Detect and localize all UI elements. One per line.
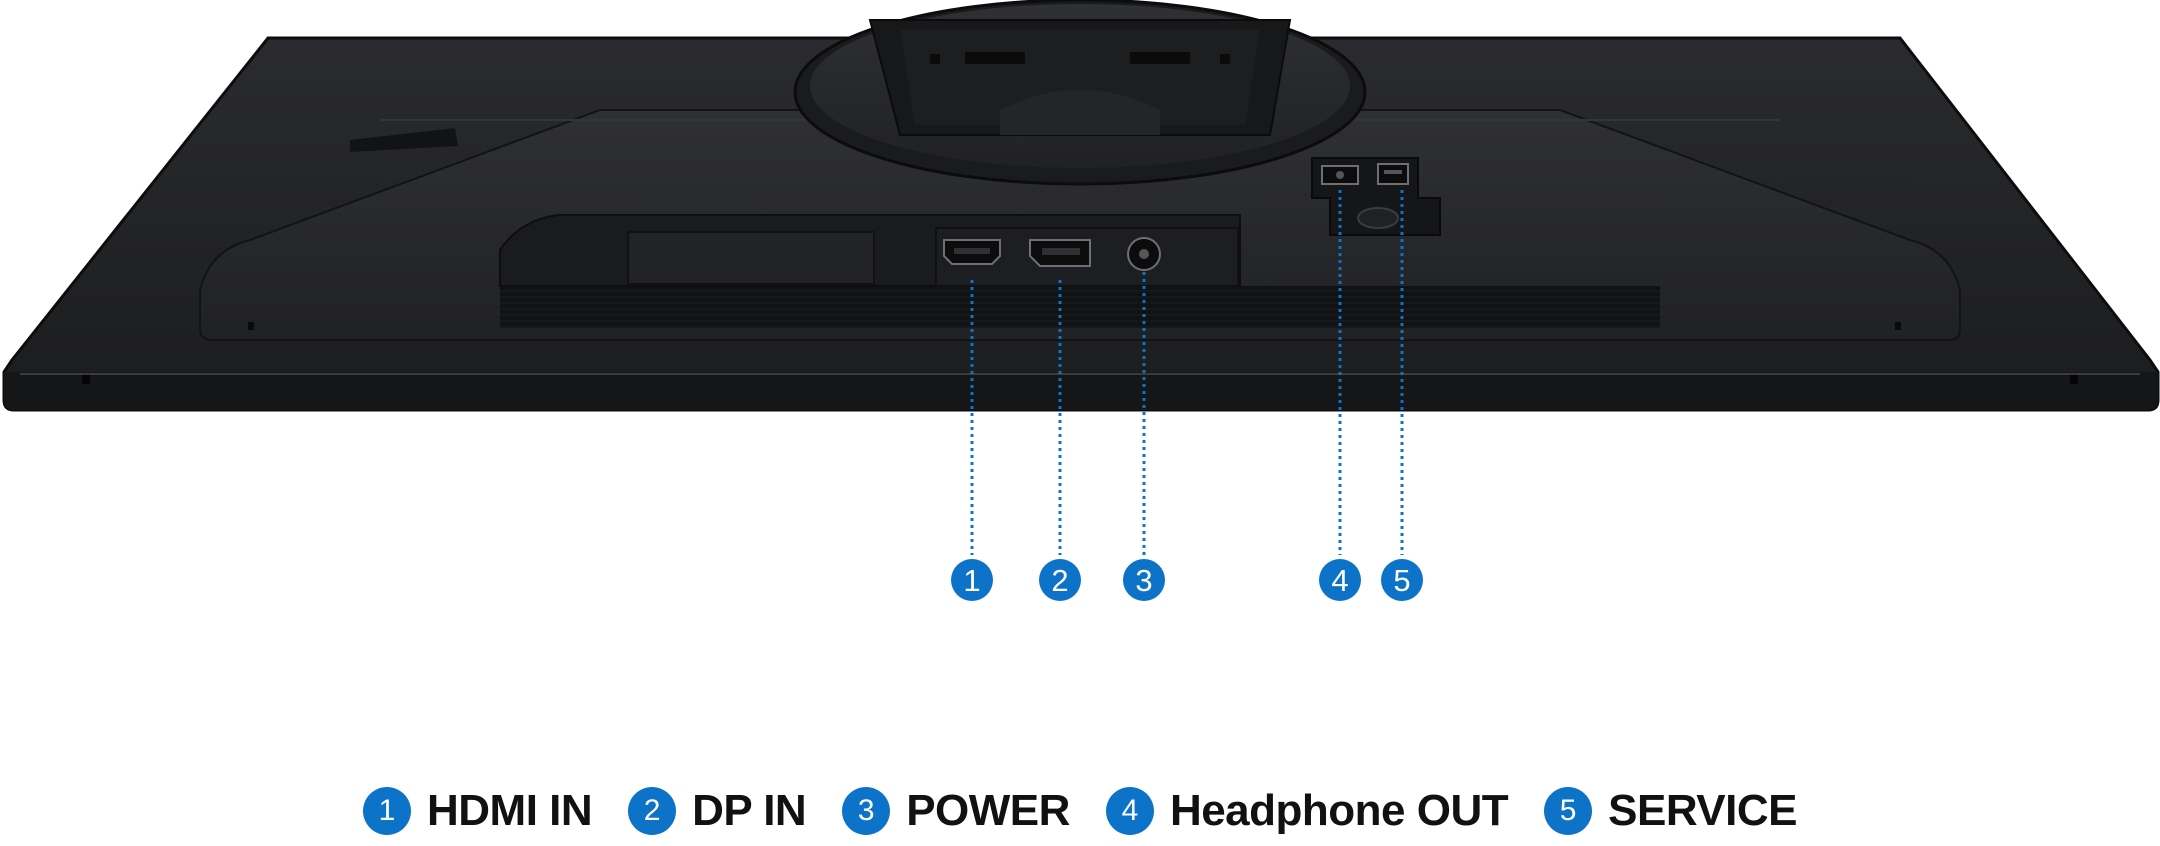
screw-hole: [2070, 375, 2078, 384]
screw-hole: [82, 375, 90, 384]
stand-mount: [793, 0, 1367, 186]
callout-layer: 1 2 3 4 5: [951, 190, 1423, 601]
legend-label: DP IN: [692, 786, 807, 835]
hdmi-port: [943, 239, 1001, 265]
rear-clip: [350, 128, 458, 152]
callout-number: 4: [1331, 563, 1348, 598]
legend-label: Headphone OUT: [1169, 786, 1509, 835]
displayport-port: [1029, 239, 1091, 267]
legend-item-hdmi-in: 1 HDMI IN: [362, 786, 593, 836]
legend-number-badge: 5: [1544, 787, 1593, 835]
callout-4: 4: [1319, 190, 1361, 601]
legend-number-badge: 3: [842, 787, 891, 835]
callout-1: 1: [951, 280, 993, 601]
port-legend: 1 HDMI IN 2 DP IN 3 POWER 4 Headphone OU…: [0, 776, 2160, 846]
legend-number-badge: 2: [628, 787, 677, 835]
legend-label: POWER: [906, 786, 1070, 835]
legend-item-dp-in: 2 DP IN: [628, 786, 807, 836]
callout-number: 3: [1135, 563, 1152, 598]
legend-number-badge: 4: [1105, 787, 1154, 835]
legend-label: HDMI IN: [426, 786, 593, 835]
callout-number: 5: [1393, 563, 1410, 598]
legend-label: SERVICE: [1608, 786, 1797, 835]
headphone-port: [1321, 165, 1359, 185]
callout-3: 3: [1123, 272, 1165, 601]
legend-item-service: 5 SERVICE: [1544, 786, 1797, 836]
callout-number: 2: [1051, 563, 1068, 598]
legend-item-power: 3 POWER: [842, 786, 1070, 836]
power-port: [1127, 237, 1161, 271]
callout-2: 2: [1039, 280, 1081, 601]
service-port: [1377, 163, 1409, 185]
monitor-rear-illustration: 1 2 3 4 5: [2, 0, 2160, 601]
callout-5: 5: [1381, 190, 1423, 601]
legend-number-badge: 1: [362, 787, 411, 835]
legend-item-headphone-out: 4 Headphone OUT: [1105, 786, 1509, 836]
callout-number: 1: [963, 563, 980, 598]
